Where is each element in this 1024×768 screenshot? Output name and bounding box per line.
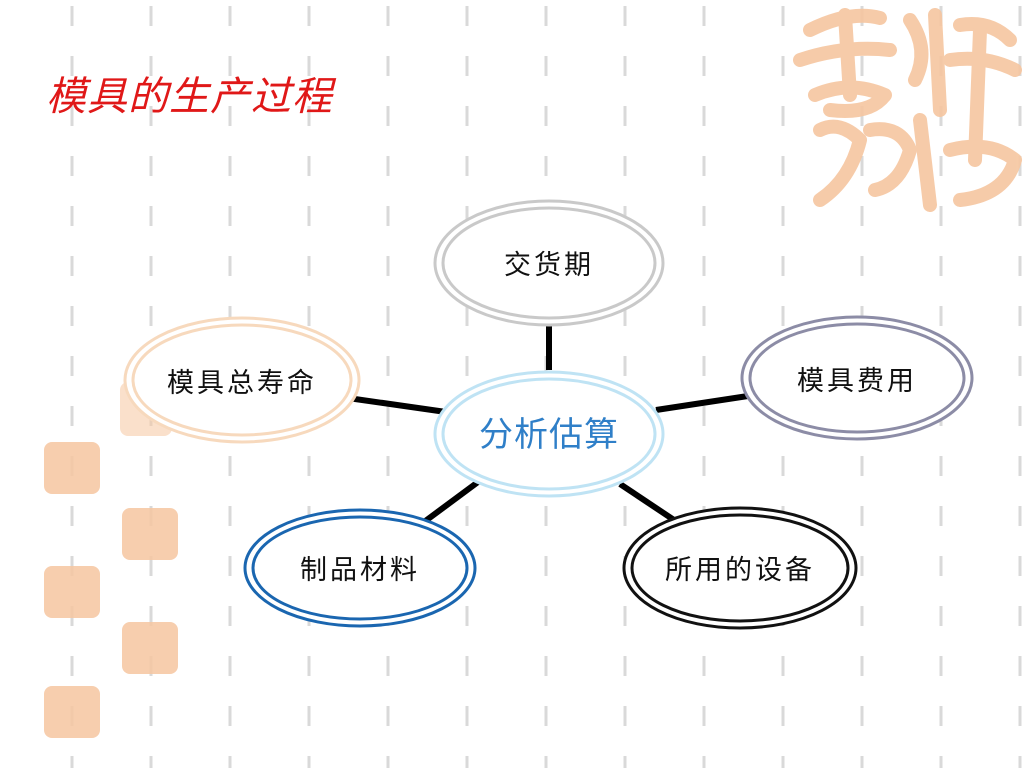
node-mold-cost: 模具费用 [740, 315, 974, 441]
center-node: 分析估算 [433, 370, 665, 498]
auspicious-seal-icon [793, 8, 1022, 212]
connector-material [422, 479, 480, 525]
connector-mold-cost [655, 393, 749, 413]
node-label-material: 制品材料 [300, 555, 420, 586]
auspicious-seal-icon [122, 508, 178, 560]
connector-mold-life [347, 395, 447, 415]
node-material: 制品材料 [243, 508, 477, 628]
node-delivery: 交货期 [433, 199, 665, 327]
connector-equipment [618, 481, 676, 523]
node-mold-life: 模具总寿命 [123, 316, 361, 444]
auspicious-seal-icon [122, 622, 178, 674]
page-title: 模具的生产过程 [46, 74, 333, 120]
node-equipment: 所用的设备 [622, 506, 858, 630]
auspicious-seal-icon [44, 686, 100, 738]
auspicious-seal-icon [44, 442, 100, 494]
auspicious-seal-icon [44, 566, 100, 618]
node-label-equipment: 所用的设备 [665, 555, 815, 586]
center-label: 分析估算 [479, 415, 619, 455]
node-label-mold-cost: 模具费用 [797, 366, 917, 397]
node-label-delivery: 交货期 [504, 250, 594, 281]
node-label-mold-life: 模具总寿命 [167, 368, 317, 399]
